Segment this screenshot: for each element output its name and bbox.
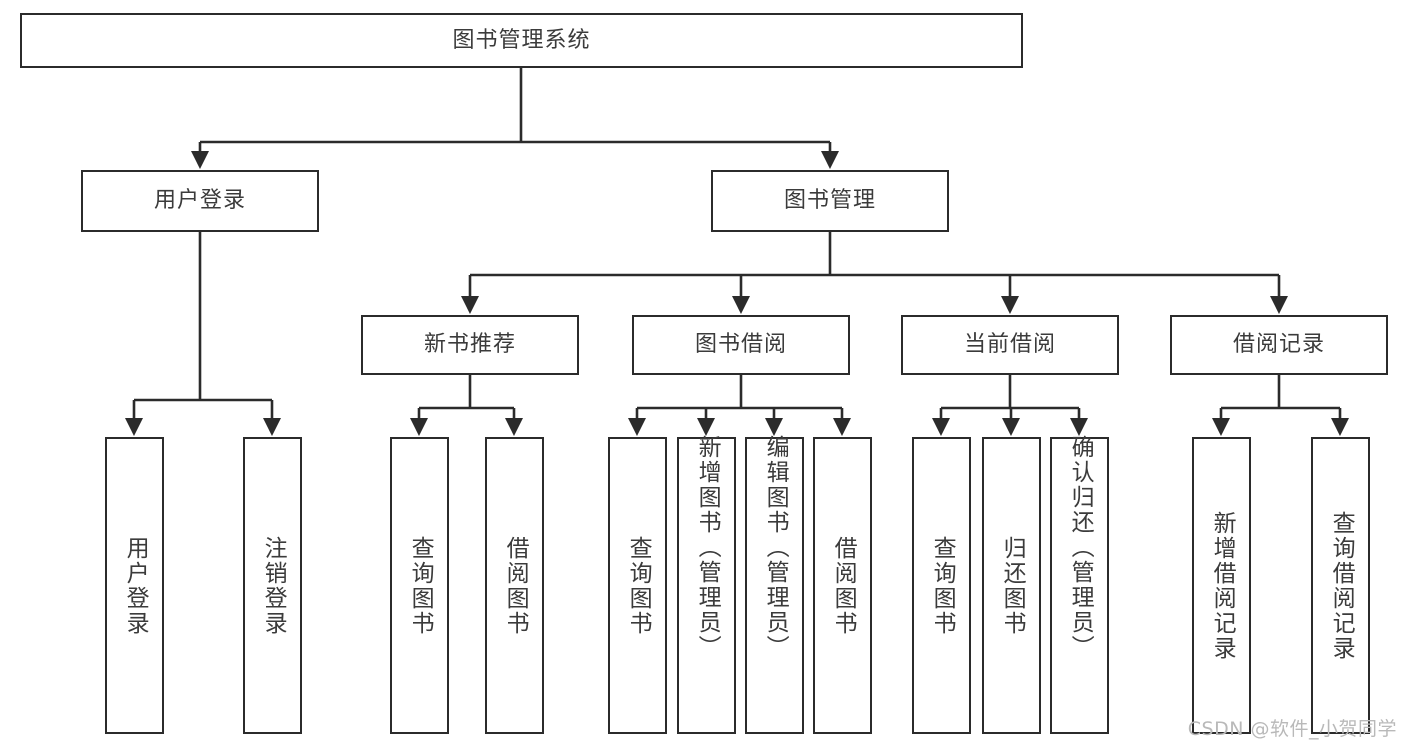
node-leaf-label: 借阅图书 — [502, 535, 529, 636]
node-leaf-8: 查询图书 — [912, 437, 971, 734]
node-leaf-4: 查询图书 — [608, 437, 667, 734]
node-level2-label: 图书管理 — [783, 188, 876, 214]
node-leaf-2: 查询图书 — [390, 437, 449, 734]
node-level3-1: 图书借阅 — [632, 315, 850, 375]
node-root-label: 图书管理系统 — [452, 27, 591, 53]
node-leaf-10: 确认归还（管理员） — [1050, 435, 1109, 734]
node-level3-label: 借阅记录 — [1232, 332, 1325, 358]
node-leaf-label: 查询图书 — [929, 535, 956, 636]
node-leaf-label: 归还图书 — [999, 535, 1026, 636]
node-leaf-label: 用户登录 — [122, 535, 149, 636]
node-level2-0: 用户登录 — [81, 170, 319, 232]
node-leaf-label: 编辑图书（管理员） — [762, 435, 789, 660]
node-leaf-label: 新增图书（管理员） — [694, 435, 721, 660]
node-root: 图书管理系统 — [20, 13, 1023, 68]
node-level2-1: 图书管理 — [711, 170, 949, 232]
node-level3-label: 新书推荐 — [423, 332, 516, 358]
node-leaf-label: 确认归还（管理员） — [1067, 435, 1094, 660]
node-leaf-label: 借阅图书 — [830, 535, 857, 636]
node-leaf-3: 借阅图书 — [485, 437, 544, 734]
node-leaf-5: 新增图书（管理员） — [677, 435, 736, 734]
node-level3-label: 图书借阅 — [694, 332, 787, 358]
node-leaf-label: 查询借阅记录 — [1328, 510, 1355, 661]
node-level2-label: 用户登录 — [153, 188, 246, 214]
node-leaf-label: 新增借阅记录 — [1209, 510, 1236, 661]
node-leaf-label: 查询图书 — [625, 535, 652, 636]
node-leaf-label: 查询图书 — [407, 535, 434, 636]
node-level3-2: 当前借阅 — [901, 315, 1119, 375]
node-leaf-11: 新增借阅记录 — [1192, 437, 1251, 734]
node-leaf-9: 归还图书 — [982, 437, 1041, 734]
node-leaf-1: 注销登录 — [243, 437, 302, 734]
node-leaf-label: 注销登录 — [260, 535, 287, 636]
node-level3-0: 新书推荐 — [361, 315, 579, 375]
node-leaf-7: 借阅图书 — [813, 437, 872, 734]
node-level3-label: 当前借阅 — [963, 332, 1056, 358]
node-leaf-6: 编辑图书（管理员） — [745, 435, 804, 734]
node-leaf-0: 用户登录 — [105, 437, 164, 734]
node-level3-3: 借阅记录 — [1170, 315, 1388, 375]
node-leaf-12: 查询借阅记录 — [1311, 437, 1370, 734]
